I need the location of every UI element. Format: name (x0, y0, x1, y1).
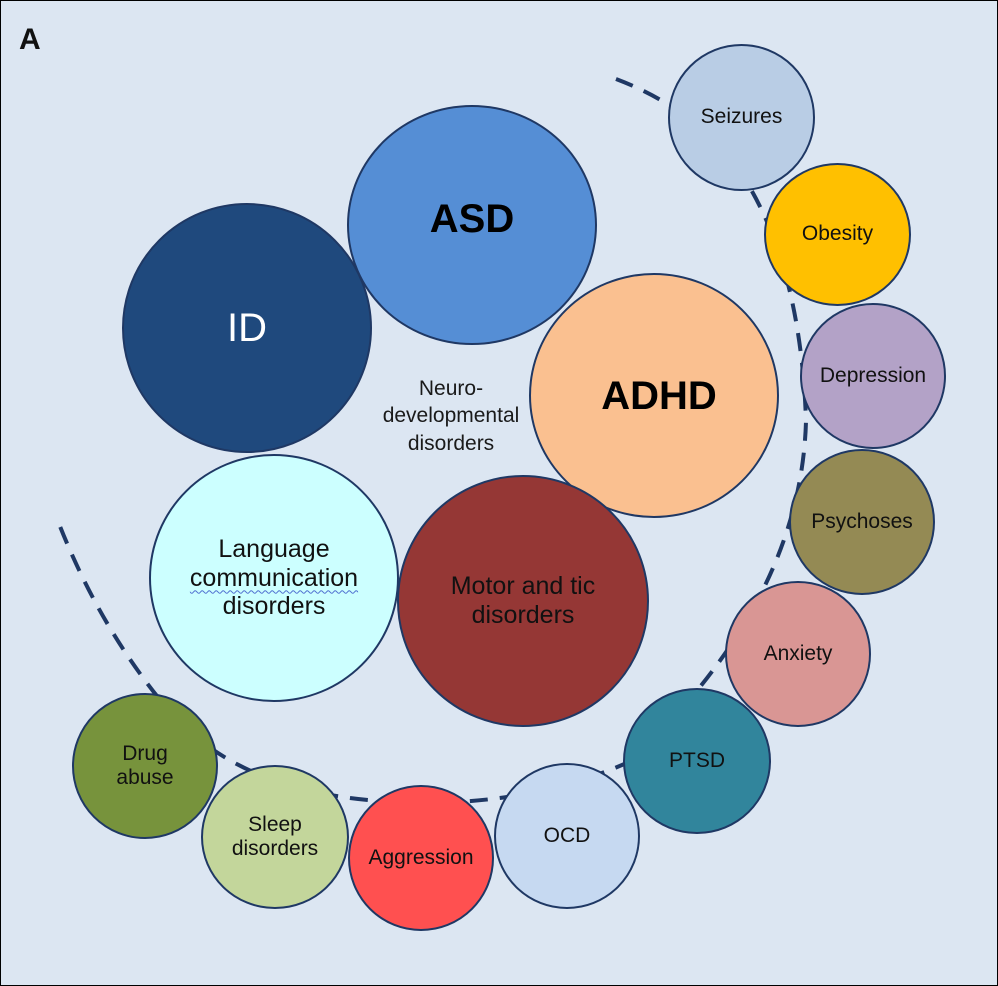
label-language-2: communication (189, 563, 359, 592)
label-sleep-2: disorders (231, 837, 319, 860)
circle-anxiety: Anxiety (725, 581, 871, 727)
label-id: ID (227, 306, 267, 350)
circle-motor: Motor and tic disorders (397, 475, 649, 727)
label-aggression: Aggression (368, 845, 474, 869)
circle-seizures: Seizures (668, 44, 815, 191)
panel-label: A (19, 23, 41, 56)
label-drug-2: abuse (116, 766, 174, 789)
circle-aggression: Aggression (348, 785, 494, 931)
label-ocd: OCD (543, 823, 591, 847)
label-drug-1: Drug (122, 741, 168, 765)
label-obesity: Obesity (801, 222, 874, 246)
circle-adhd: ADHD (529, 273, 779, 518)
center-label-1: Neuro- (418, 377, 484, 400)
circle-obesity: Obesity (764, 163, 911, 306)
label-sleep-1: Sleep (248, 812, 302, 836)
label-ptsd: PTSD (668, 748, 725, 772)
label-adhd: ADHD (601, 373, 717, 418)
circle-depression: Depression (800, 303, 946, 449)
label-language-1: Language (218, 534, 330, 563)
center-label-3: disorders (407, 431, 495, 455)
label-psychoses: Psychoses (811, 509, 913, 533)
label-seizures: Seizures (700, 105, 783, 129)
circle-drug: Drug abuse (72, 693, 218, 839)
label-motor-2: disorders (471, 601, 575, 629)
center-label-2: developmental (382, 404, 520, 428)
label-depression: Depression (819, 363, 927, 387)
circle-ocd: OCD (494, 763, 640, 909)
label-motor-1: Motor and tic (450, 572, 596, 601)
circle-sleep: Sleep disorders (201, 765, 349, 909)
center-label: Neuro- developmental disorders (361, 375, 541, 457)
label-anxiety: Anxiety (763, 641, 833, 665)
circle-ptsd: PTSD (623, 688, 771, 834)
circle-psychoses: Psychoses (789, 449, 935, 595)
label-asd: ASD (429, 197, 515, 241)
circle-language: Language communication disorders (149, 454, 399, 702)
label-language-3: disorders (222, 592, 326, 621)
circle-id: ID (122, 203, 372, 453)
circle-asd: ASD (347, 105, 597, 345)
